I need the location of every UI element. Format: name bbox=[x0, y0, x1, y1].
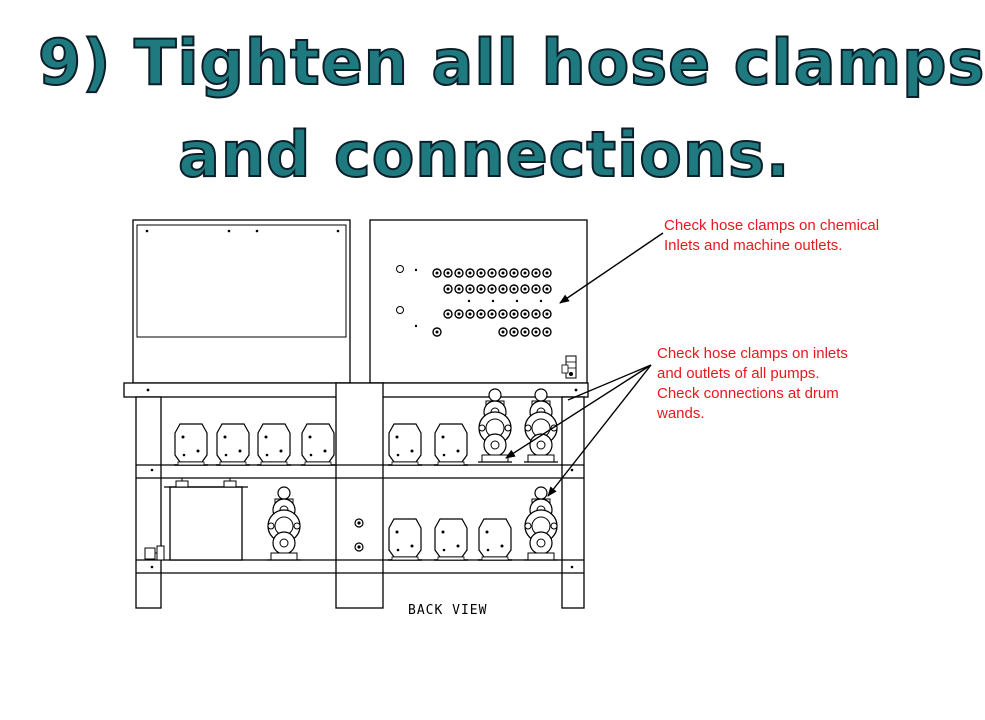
callout-pumps-line-2: and outlets of all pumps. bbox=[657, 365, 820, 382]
leader-line-pump-valve bbox=[567, 364, 652, 401]
lower-shelf-motors bbox=[387, 518, 513, 561]
title-line-2: and connections. bbox=[177, 118, 791, 191]
chemical-tank bbox=[164, 478, 248, 561]
valve-fitting bbox=[561, 355, 577, 379]
machine-frame bbox=[123, 382, 589, 609]
title-line-1: 9) Tighten all hose clamps bbox=[37, 26, 985, 99]
leader-arrow-upper-pump bbox=[505, 364, 652, 459]
callout-chemical-inlets: Check hose clamps on chemical Inlets and… bbox=[664, 216, 954, 256]
callout-chemical-line-1: Check hose clamps on chemical bbox=[664, 217, 880, 234]
callout-leaders bbox=[505, 232, 664, 497]
upper-shelf-motors bbox=[173, 423, 469, 466]
callout-pumps-line-4: wands. bbox=[657, 405, 705, 422]
view-label: BACK VIEW bbox=[408, 603, 487, 618]
callout-pumps-line-3: Check connections at drum bbox=[657, 385, 839, 402]
callout-pumps-line-1: Check hose clamps on inlets bbox=[657, 345, 848, 362]
leader-arrow-inlets bbox=[559, 232, 664, 304]
leader-arrow-lower-pump bbox=[547, 364, 652, 497]
upper-right-control-panel bbox=[369, 219, 588, 384]
side-fitting bbox=[144, 545, 165, 561]
upper-left-panel bbox=[132, 219, 351, 384]
machine-back-view-diagram: BACK VIEW bbox=[123, 219, 664, 618]
callout-chemical-line-2: Inlets and machine outlets. bbox=[664, 237, 843, 254]
inlet-fittings bbox=[432, 268, 552, 337]
callout-pumps: Check hose clamps on inlets and outlets … bbox=[657, 344, 907, 424]
